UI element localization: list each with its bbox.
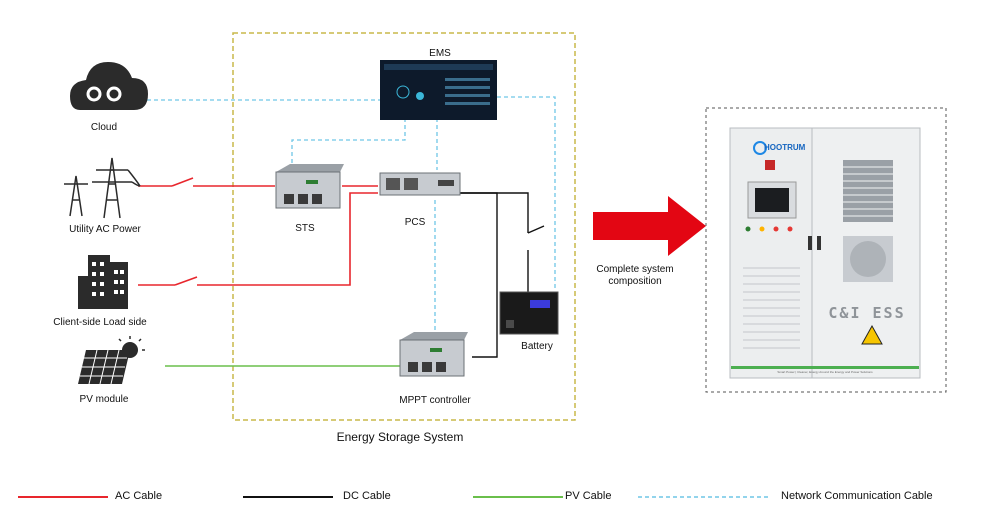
warning-icon xyxy=(861,324,883,345)
power-tower-icon xyxy=(64,157,141,219)
mppt-label: MPPT controller xyxy=(399,395,471,406)
cabinet-brand: HOOTRUM xyxy=(764,143,806,152)
ac-cables xyxy=(138,177,378,286)
mppt-device xyxy=(399,332,468,377)
battery-device xyxy=(499,291,559,335)
cloud-label: Cloud xyxy=(90,122,118,133)
cabinet-image xyxy=(729,127,921,379)
utility-label: Utility AC Power xyxy=(69,224,141,235)
cloud-icon xyxy=(70,62,148,110)
cabinet-frame xyxy=(705,107,947,393)
sts-device xyxy=(275,164,344,209)
system-boundary xyxy=(232,32,576,421)
legend-ac-label: AC Cable xyxy=(115,490,163,502)
pv-label: PV module xyxy=(79,394,129,405)
system-title: Energy Storage System xyxy=(336,430,464,444)
legend-network-label: Network Communication Cable xyxy=(781,490,933,502)
dc-cables xyxy=(460,192,545,358)
building-icon xyxy=(78,255,128,309)
pcs-label: PCS xyxy=(404,217,426,228)
arrow-caption: Complete system composition xyxy=(596,264,674,287)
pcs-device xyxy=(379,172,461,196)
ems-label: EMS xyxy=(429,48,451,59)
load-label: Client-side Load side xyxy=(53,317,147,328)
ems-screen-icon xyxy=(380,60,497,120)
sts-label: STS xyxy=(295,223,315,234)
solar-panel-icon xyxy=(78,336,145,385)
cabinet-panel-text: C&I ESS xyxy=(828,304,906,322)
legend-dc-label: DC Cable xyxy=(343,490,391,502)
network-cables xyxy=(147,96,556,330)
cabinet-bottom-strip: Smart Power | Cleaner, Energy Around the… xyxy=(777,370,873,374)
battery-label: Battery xyxy=(521,341,553,352)
legend-pv-label: PV Cable xyxy=(565,490,612,502)
composition-arrow xyxy=(593,196,706,256)
